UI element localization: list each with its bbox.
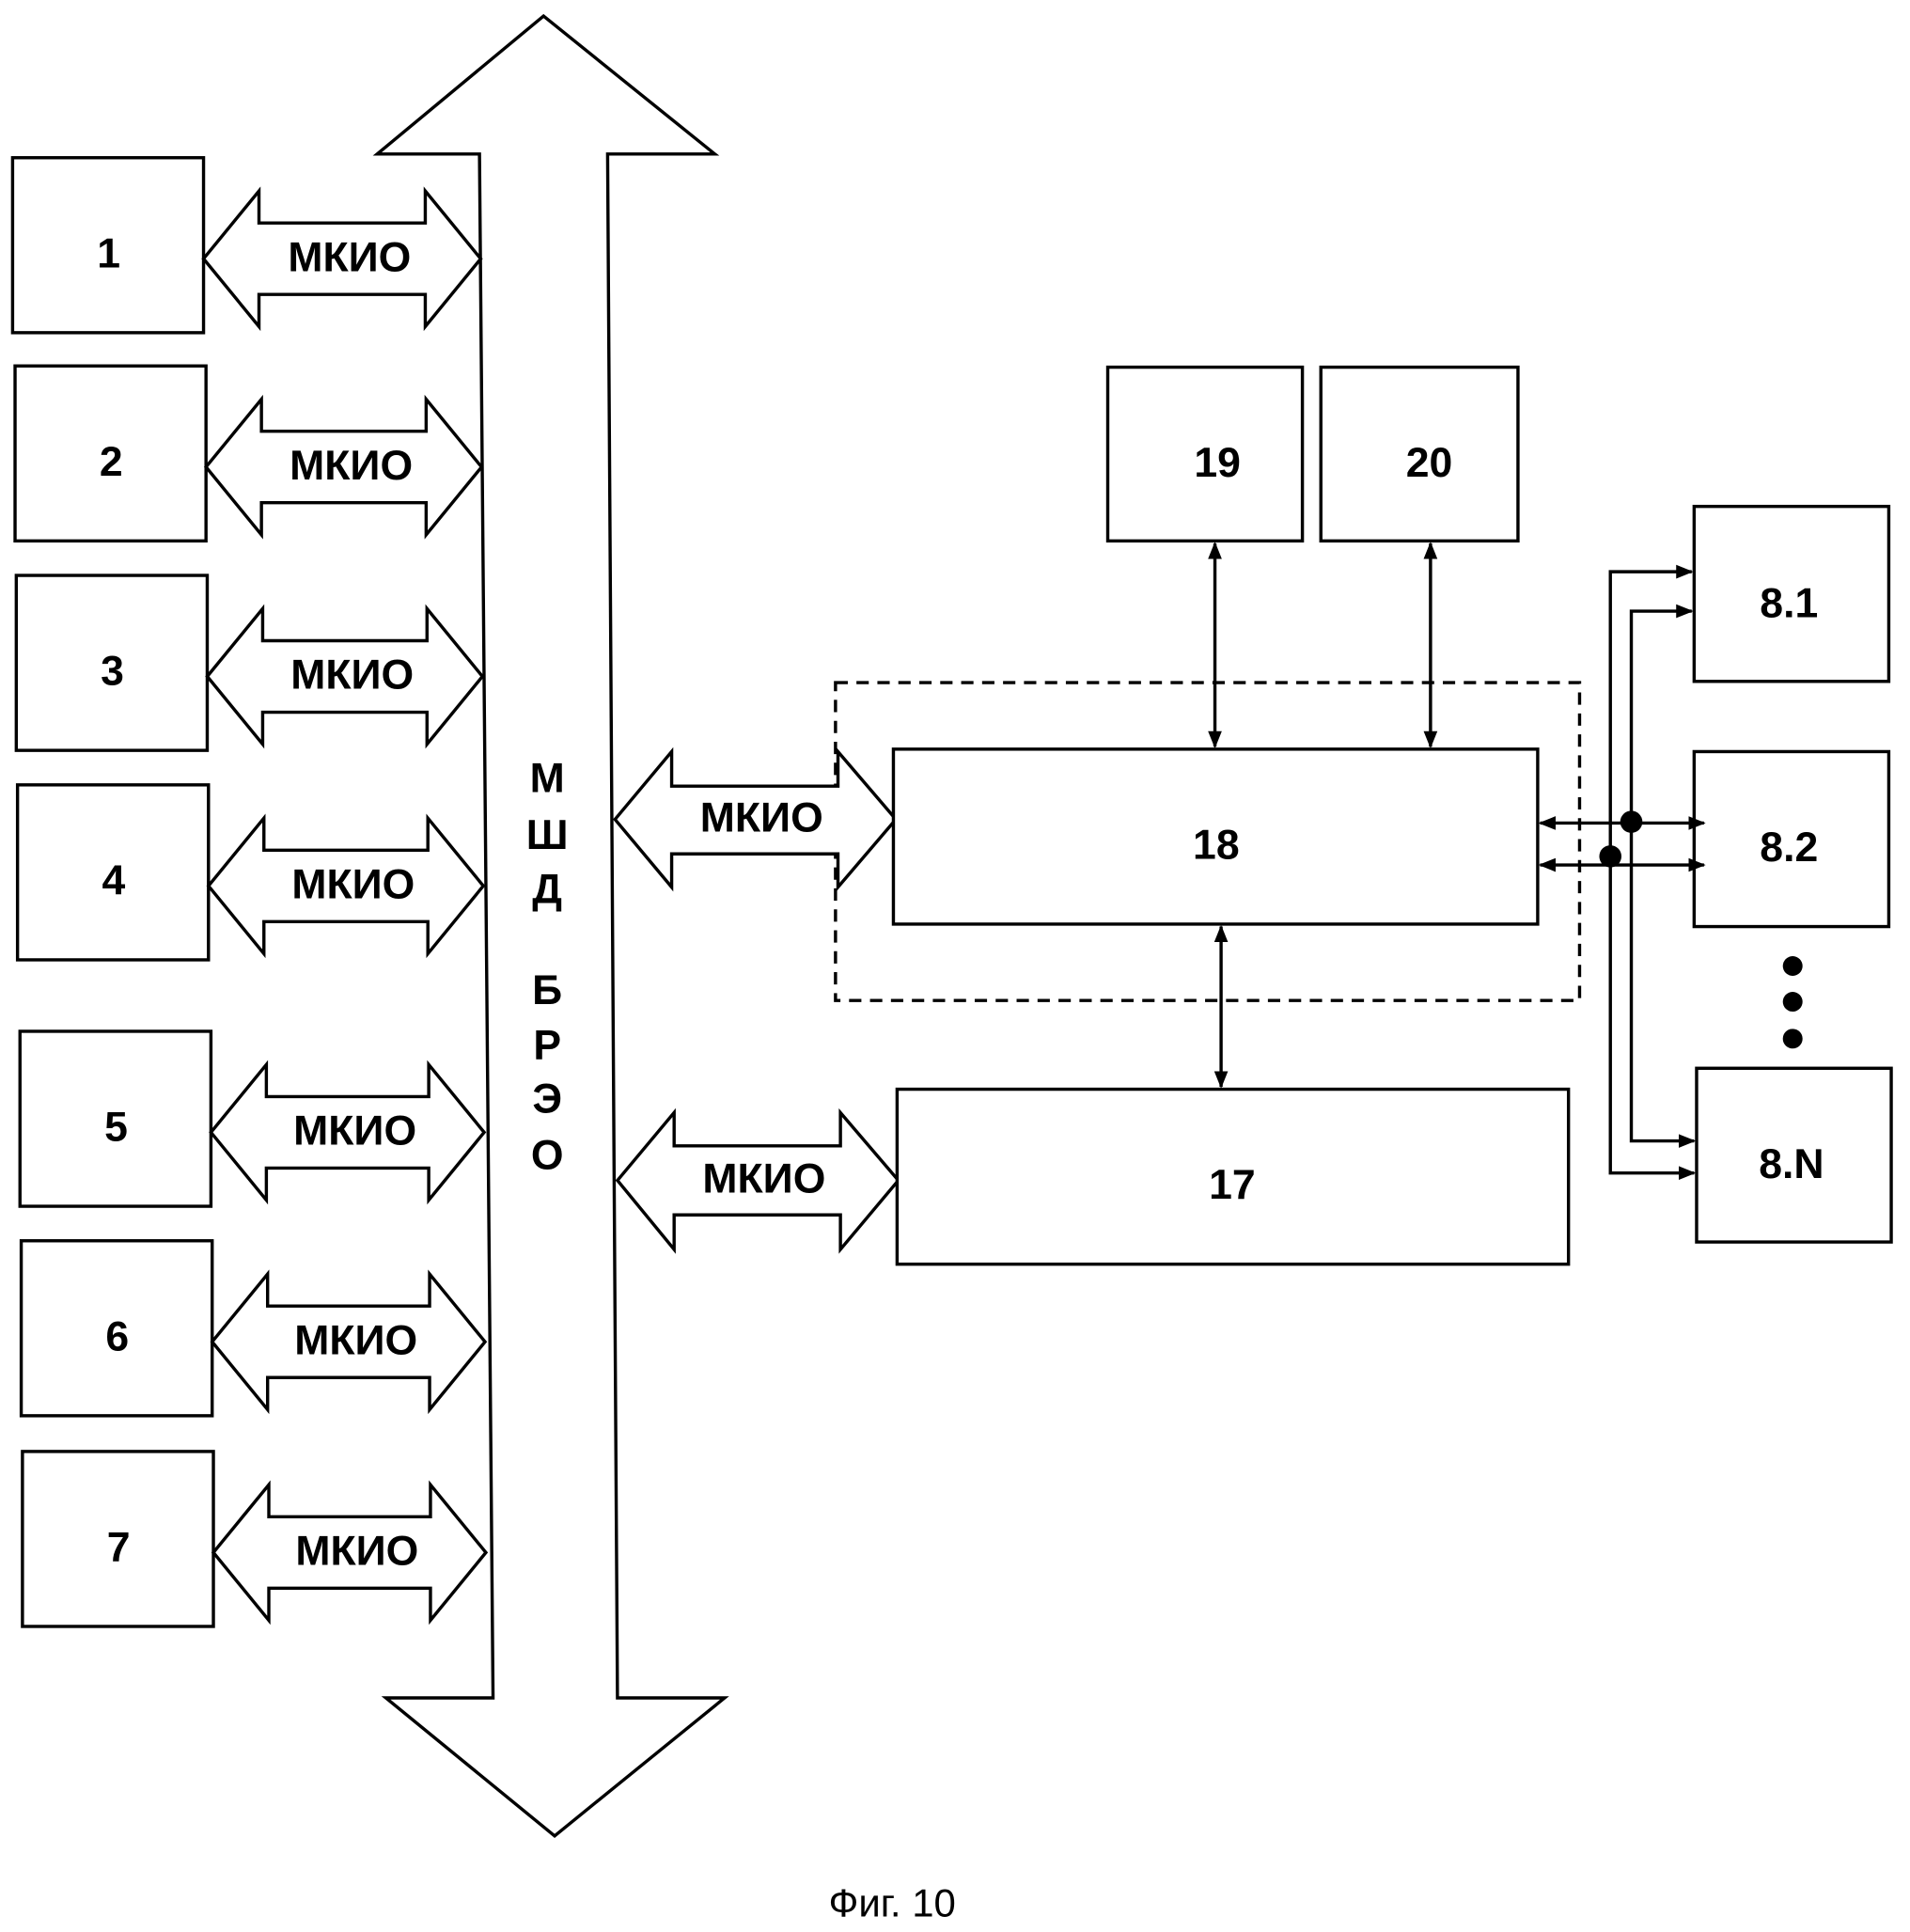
figure-caption: Фиг. 10 xyxy=(828,1881,955,1925)
block-label: 7 xyxy=(107,1524,131,1570)
channel-a xyxy=(1541,611,1704,1141)
mkio-label: МКИО xyxy=(700,795,823,841)
mkio-label: МКИО xyxy=(288,234,411,280)
block-label: 19 xyxy=(1194,440,1241,486)
block-label: 20 xyxy=(1406,440,1453,486)
mkio-link-7: МКИО xyxy=(213,1484,486,1620)
mkio-label: МКИО xyxy=(291,861,415,907)
mkio-label: МКИО xyxy=(702,1156,825,1202)
mkio-link-1: МКИО xyxy=(204,191,481,326)
block-3[interactable]: 3 xyxy=(16,575,207,750)
block-label: 4 xyxy=(102,857,125,903)
block-8-2[interactable]: 8.2 xyxy=(1694,751,1888,926)
block-label: 8.2 xyxy=(1760,825,1818,871)
block-20[interactable]: 20 xyxy=(1321,368,1518,542)
block-8-1[interactable]: 8.1 xyxy=(1694,507,1888,682)
bus-label-letter: Б xyxy=(532,967,562,1013)
block-label: 17 xyxy=(1209,1162,1256,1208)
mkio-label: МКИО xyxy=(294,1317,417,1363)
block-5[interactable]: 5 xyxy=(20,1031,211,1206)
block-6[interactable]: 6 xyxy=(22,1241,212,1416)
block-label: 3 xyxy=(101,649,124,695)
mkio-link-5: МКИО xyxy=(211,1064,484,1200)
block-7[interactable]: 7 xyxy=(23,1452,213,1626)
mkio-link-2: МКИО xyxy=(206,400,481,535)
bus-label-letter: Э xyxy=(532,1076,562,1122)
mkio-label: МКИО xyxy=(290,652,414,699)
block-4[interactable]: 4 xyxy=(18,785,209,960)
junction-dot xyxy=(1620,810,1643,833)
block-19[interactable]: 19 xyxy=(1108,368,1303,542)
bus-label-letter: М xyxy=(530,756,565,802)
block-label: 5 xyxy=(104,1105,128,1151)
bus-label-letter: О xyxy=(531,1133,564,1179)
mkio-link-17: МКИО xyxy=(618,1112,899,1249)
mkio-link-4: МКИО xyxy=(209,818,483,953)
mkio-link-6: МКИО xyxy=(212,1274,485,1409)
block-label: 6 xyxy=(105,1313,129,1359)
block-18[interactable]: 18 xyxy=(893,749,1537,924)
block-label: 18 xyxy=(1193,822,1240,868)
bus-label-letter: Р xyxy=(533,1023,561,1069)
block-1[interactable]: 1 xyxy=(12,158,203,333)
ellipsis-dots xyxy=(1783,956,1803,1048)
bus-label-letter: Ш xyxy=(526,812,569,858)
bus-label-letter: Д xyxy=(532,867,562,913)
block-label: 8.1 xyxy=(1760,581,1818,627)
block-label: 2 xyxy=(100,439,123,485)
block-17[interactable]: 17 xyxy=(897,1090,1568,1264)
block-8-n[interactable]: 8.N xyxy=(1697,1068,1891,1242)
mkio-link-18: МКИО xyxy=(615,751,896,887)
junction-dot xyxy=(1599,845,1621,868)
channel-b xyxy=(1541,572,1704,1173)
block-2[interactable]: 2 xyxy=(15,366,206,541)
block-label: 8.N xyxy=(1759,1141,1824,1187)
mkio-label: МКИО xyxy=(290,443,413,489)
mkio-label: МКИО xyxy=(295,1528,418,1574)
block-label: 1 xyxy=(97,230,120,276)
mkio-label: МКИО xyxy=(293,1108,416,1154)
mkio-link-3: МКИО xyxy=(207,608,482,744)
